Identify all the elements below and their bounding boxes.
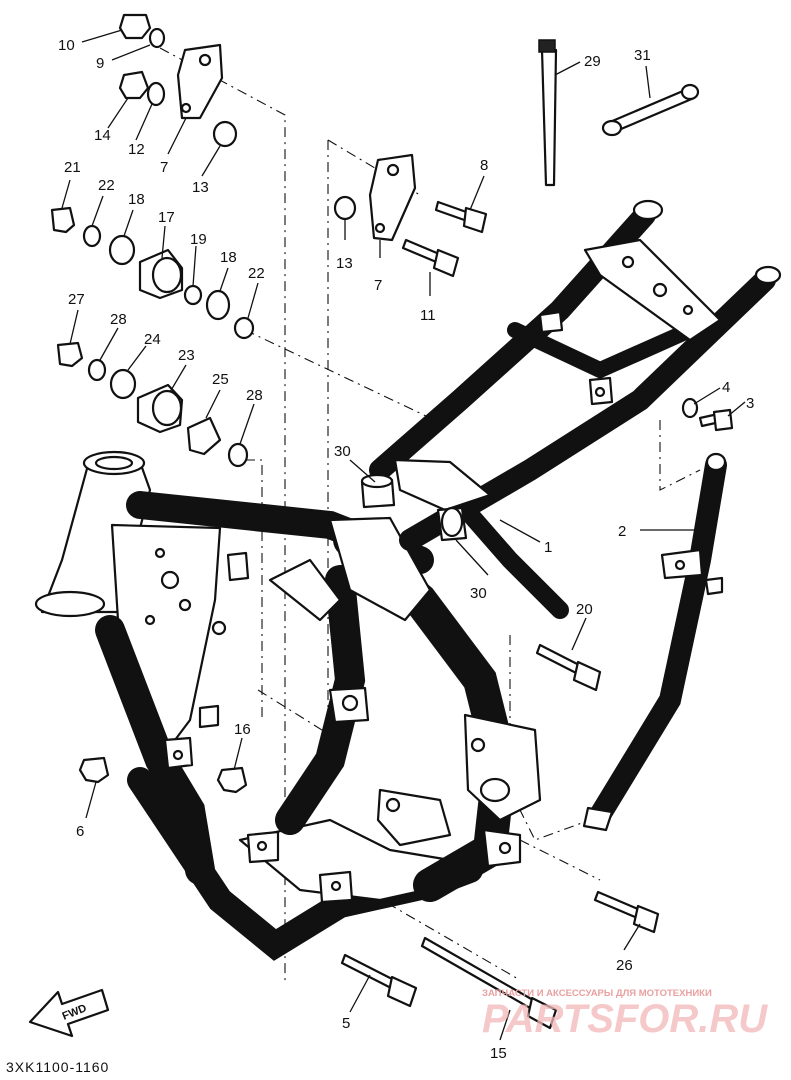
bolt-26 [593, 890, 660, 934]
callout-5: 5 [342, 1015, 350, 1032]
callout-23: 23 [178, 347, 195, 364]
washer-12 [146, 81, 166, 107]
callout-31: 31 [634, 47, 651, 64]
bolt-20 [535, 643, 602, 692]
callout-14: 14 [94, 127, 111, 144]
bracket-7-center [368, 153, 417, 242]
callout-12: 12 [128, 141, 145, 158]
callout-13-left: 13 [192, 179, 209, 196]
callout-26: 26 [616, 957, 633, 974]
rear-frame [369, 199, 782, 619]
callout-8: 8 [480, 157, 488, 174]
bolt-11 [401, 238, 460, 278]
nut-27 [56, 341, 84, 368]
washer-22-right [233, 316, 255, 340]
engine-bracket-group-left [118, 13, 238, 148]
washer-22-left [82, 224, 102, 248]
callout-22-right: 22 [248, 265, 265, 282]
callout-15: 15 [490, 1045, 507, 1062]
callout-10: 10 [58, 37, 75, 54]
callout-21: 21 [64, 159, 81, 176]
nut-21 [50, 206, 76, 234]
callout-29: 29 [584, 53, 601, 70]
bolt-5 [340, 953, 418, 1008]
fwd-arrow: FWD [28, 988, 110, 1038]
callout-30-bottom: 30 [470, 585, 487, 602]
bolt-3 [698, 408, 734, 432]
callout-2: 2 [618, 523, 626, 540]
callout-7-center: 7 [374, 277, 382, 294]
callout-18-left: 18 [128, 191, 145, 208]
callout-30-top: 30 [334, 443, 351, 460]
callout-18-right: 18 [220, 249, 237, 266]
nut-6 [78, 756, 110, 784]
collar-25 [186, 416, 222, 456]
callout-6: 6 [76, 823, 84, 840]
bolt-8 [434, 200, 488, 234]
pivot-plate [463, 713, 542, 822]
callout-20: 20 [576, 601, 593, 618]
rear-frame-cross-plate [583, 238, 722, 342]
callout-28-left: 28 [110, 311, 127, 328]
watermark-brand: PARTSFOR.RU [482, 997, 768, 1041]
collar-18-left [108, 234, 136, 266]
callout-22-left: 22 [98, 177, 115, 194]
callout-1: 1 [544, 539, 552, 556]
nut-16 [216, 766, 248, 794]
collar-19 [183, 284, 203, 306]
leader-lines [61, 29, 746, 1041]
main-frame [34, 450, 542, 961]
callout-numbers: 10 9 14 12 7 13 21 22 18 17 19 18 22 27 … [58, 37, 754, 1062]
engine-bracket-group-center [333, 153, 488, 278]
callout-11: 11 [420, 307, 436, 324]
collar-13-center [333, 195, 357, 221]
collar-13-left [212, 120, 238, 148]
callout-25: 25 [212, 371, 229, 388]
bracket-7-left [176, 43, 224, 120]
callout-13-center: 13 [336, 255, 353, 272]
callout-9: 9 [96, 55, 104, 72]
diagram-code: 3XK1100-1160 [6, 1059, 109, 1075]
callout-3: 3 [746, 395, 754, 412]
washer-28-left [87, 358, 107, 382]
cable-tie-29 [538, 39, 558, 187]
callout-4: 4 [722, 379, 730, 396]
bolts [78, 397, 734, 1030]
collar-24 [109, 368, 137, 400]
watermark-tagline: ЗАПЧАСТИ И АКСЕССУАРЫ ДЛЯ МОТОТЕХНИКИ [482, 988, 712, 999]
nut-14 [118, 70, 150, 100]
washer-4 [681, 397, 699, 419]
collar-18-right [205, 289, 231, 321]
watermark: ЗАПЧАСТИ И АКСЕССУАРЫ ДЛЯ МОТОТЕХНИКИ PA… [482, 988, 768, 1041]
washer-28-right [227, 442, 249, 468]
callout-17: 17 [158, 209, 175, 226]
bolt-15 [420, 936, 558, 1030]
head-pipe-bottom [34, 590, 106, 618]
engine-mount-rubbers [50, 206, 255, 468]
callout-27: 27 [68, 291, 85, 308]
callout-16: 16 [234, 721, 251, 738]
callout-24: 24 [144, 331, 161, 348]
nut-10 [118, 13, 152, 40]
wrench-31 [601, 83, 700, 137]
callout-28-right: 28 [246, 387, 263, 404]
callout-7-left: 7 [160, 159, 168, 176]
callout-19: 19 [190, 231, 207, 248]
seat-rail-2 [582, 452, 727, 832]
top-bracket [328, 516, 432, 622]
washer-9 [148, 27, 166, 49]
